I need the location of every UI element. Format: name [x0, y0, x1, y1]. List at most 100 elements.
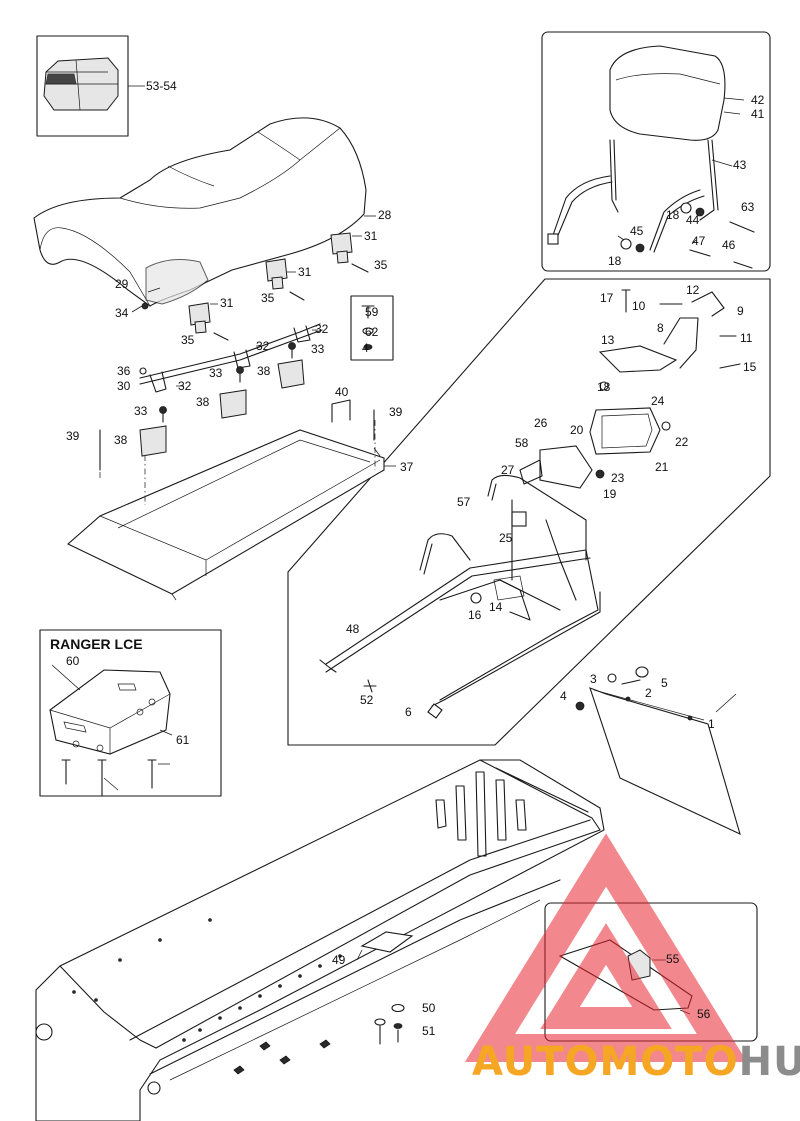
callout-label: 33 [134, 404, 148, 418]
callout-label: 38 [257, 364, 271, 378]
callout-label: 29 [115, 277, 129, 291]
callout-label: 31 [220, 296, 234, 310]
callout-label: 28 [378, 208, 392, 222]
callout-label: 31 [298, 265, 312, 279]
inset-box-backrest [541, 31, 771, 272]
callout-label: 19 [603, 487, 617, 501]
callout-label: 12 [686, 283, 700, 297]
callout-label: 38 [196, 395, 210, 409]
callout-label: 36 [117, 364, 131, 378]
callout-label: 35 [374, 258, 388, 272]
mud-flap-part [575, 666, 741, 836]
callout-label: 2 [645, 686, 652, 700]
callout-label: 21 [655, 460, 669, 474]
callout-label: 6 [405, 705, 412, 719]
callout-label: 17 [600, 291, 614, 305]
callout-label: 20 [570, 423, 584, 437]
callout-label: 52 [360, 693, 374, 707]
watermark-logo: AUTOMOTOHUB [464, 833, 800, 1085]
callout-label: 46 [722, 238, 736, 252]
inset-box-rack [287, 278, 771, 746]
ranger-lce-title: RANGER LCE [50, 636, 143, 652]
callout-label: 40 [335, 385, 349, 399]
inset-box-ranger [39, 629, 222, 797]
callout-label: 18 [608, 254, 622, 268]
callout-label: 32 [315, 322, 329, 336]
bracket-parts [139, 359, 305, 457]
callout-label: 55 [666, 952, 680, 966]
callout-label: 9 [737, 304, 744, 318]
svg-text:AUTOMOTOHUB: AUTOMOTOHUB [472, 1039, 800, 1085]
callout-label: 58 [515, 436, 529, 450]
callout-label: 18 [597, 380, 611, 394]
callout-label: 38 [114, 433, 128, 447]
callout-label: 24 [651, 394, 665, 408]
callout-label: 4 [362, 341, 369, 355]
callout-label: 43 [733, 158, 747, 172]
callout-label: 13 [601, 333, 615, 347]
watermark-hub: HUB [739, 1039, 800, 1085]
callout-label: 27 [501, 463, 515, 477]
watermark-moto: MOTO [600, 1039, 739, 1085]
callout-label: 51 [422, 1024, 436, 1038]
callout-label: 37 [400, 460, 414, 474]
screw-parts [141, 263, 369, 423]
callout-label: 4 [560, 689, 567, 703]
callout-label: 32 [178, 379, 192, 393]
callout-label: 60 [66, 654, 80, 668]
callout-label: 25 [499, 531, 513, 545]
small-hardware-parts [350, 295, 394, 361]
callout-label: 11 [740, 331, 753, 345]
callout-label: 49 [332, 953, 346, 967]
backrest-part [547, 45, 755, 269]
storage-tray-part [67, 399, 385, 601]
callout-label: 48 [346, 622, 360, 636]
taillight-assembly-part [511, 289, 741, 527]
callout-label: 42 [751, 93, 765, 107]
callout-label: 45 [630, 224, 644, 238]
callout-label: 31 [364, 229, 378, 243]
callout-label: 1 [708, 717, 715, 731]
callout-label: 16 [468, 608, 482, 622]
callout-label: 44 [686, 213, 700, 227]
callout-label: 5 [661, 676, 668, 690]
callout-label: 41 [751, 107, 765, 121]
callout-label: 3 [590, 672, 597, 686]
hinge-parts [188, 232, 353, 334]
callout-label: 53-54 [146, 79, 177, 93]
callout-label: 14 [489, 600, 503, 614]
callout-label: 32 [256, 339, 270, 353]
callout-label: 22 [675, 435, 689, 449]
callout-label: 50 [422, 1001, 436, 1015]
callout-label: 18 [666, 208, 680, 222]
callout-label: 33 [311, 342, 325, 356]
leader-lines [51, 85, 745, 1015]
callout-label: 56 [697, 1007, 711, 1021]
callout-label: 26 [534, 416, 548, 430]
ranger-seat-base-part [49, 669, 171, 797]
callout-label: 10 [632, 299, 646, 313]
callout-label: 35 [181, 333, 195, 347]
luggage-rack-part [319, 474, 601, 719]
callout-label: 57 [457, 495, 471, 509]
callout-label: 39 [389, 405, 403, 419]
watermark-auto: AUTO [472, 1039, 600, 1085]
tunnel-hardware-parts [374, 1003, 405, 1045]
callout-label: 47 [692, 234, 706, 248]
callout-label: 34 [115, 306, 129, 320]
callout-numbers: 1 2 3 4 4 5 6 8 9 10 11 12 13 14 15 16 1… [66, 79, 765, 1038]
linkage-rod-part [139, 323, 323, 393]
callout-label: 61 [176, 733, 190, 747]
callout-label: 59 [365, 305, 379, 319]
callout-label: 23 [611, 471, 625, 485]
callout-label: 62 [365, 325, 379, 339]
chassis-tunnel-part [35, 759, 605, 1121]
callout-label: 15 [743, 360, 757, 374]
callout-label: 35 [261, 291, 275, 305]
callout-label: 39 [66, 429, 80, 443]
callout-label: 63 [741, 200, 755, 214]
callout-label: 33 [209, 366, 223, 380]
seat-cover-part [43, 57, 119, 111]
callout-label: 30 [117, 379, 131, 393]
